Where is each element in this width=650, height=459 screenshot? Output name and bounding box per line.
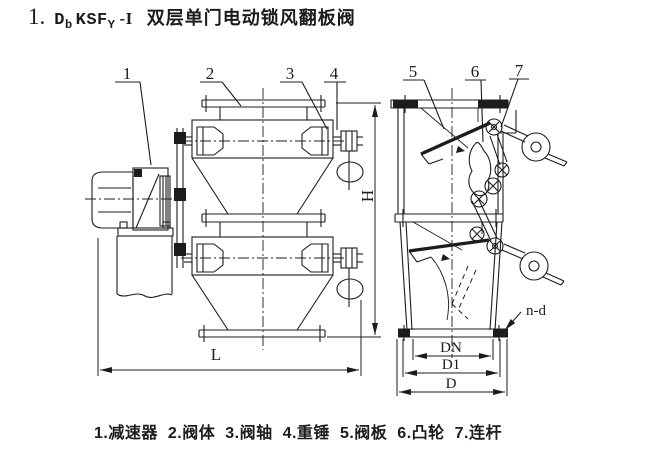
inlet-neck-lower (219, 222, 308, 237)
dim-H-label: H (358, 190, 377, 202)
callout-7-number: 7 (515, 61, 524, 80)
dim-DN-label: DN (440, 340, 462, 356)
section-walls-lower (399, 221, 503, 331)
callout-3-valve-shaft: 3 (280, 64, 328, 130)
dimension-D1: D1 (402, 339, 501, 377)
legend-item-1: 1.减速器 (94, 425, 158, 442)
top-flange (201, 95, 326, 112)
dim-D1-label: D1 (442, 357, 460, 373)
hopper-upper (191, 157, 334, 215)
section-middle-flange (394, 209, 504, 227)
callout-5-valve-plate: 5 (403, 62, 445, 130)
callout-5-number: 5 (409, 62, 418, 81)
callout-4-counterweight: 4 (324, 64, 346, 130)
callout-7-link-rod: 7 (500, 61, 529, 128)
inlet-neck-upper (219, 107, 308, 120)
counterweight-disc-upper (521, 132, 568, 167)
section-view: 5 6 7 (390, 61, 568, 396)
legend-item-6: 6.凸轮 (397, 425, 445, 442)
model-code-ksf: KSF (75, 11, 108, 30)
linkage-lower (469, 226, 526, 260)
figure-number: 1. (28, 4, 46, 29)
valve-body-upper (181, 119, 344, 159)
counterweight-disc-lower (519, 251, 565, 286)
callout-1-number: 1 (123, 64, 132, 83)
model-code-ksf-sub: Y (107, 18, 116, 32)
dimension-DN: DN (412, 339, 494, 360)
legend-item-7: 7.连杆 (454, 425, 503, 442)
callout-6-number: 6 (471, 62, 480, 81)
plate-open-position-dashed (451, 265, 477, 320)
callout-2-number: 2 (206, 64, 215, 83)
hammer-lower (336, 247, 364, 307)
section-bottom-flange (398, 325, 508, 341)
front-view: 1 2 3 4 (85, 64, 381, 376)
dim-L-label: L (211, 345, 221, 364)
parts-legend: 1.减速器 2.阀体 3.阀轴 4.重锤 5.阀板 6.凸轮 7.连杆 (94, 419, 502, 443)
drive-rod (174, 128, 186, 268)
valve-body-lower (181, 236, 344, 276)
valve-plate-lower (408, 238, 490, 321)
dimension-D: D (396, 339, 508, 396)
legend-item-2: 2.阀体 (167, 425, 216, 442)
legend-item-5: 5.阀板 (339, 425, 388, 442)
callout-4-number: 4 (330, 64, 339, 83)
hopper-lower (191, 274, 334, 331)
callout-1-reducer: 1 (115, 64, 152, 166)
model-code-d-sub: b (64, 18, 73, 32)
valve-name-chinese: 双层单门电动锁风翻板阀 (146, 8, 356, 28)
dim-D-label: D (446, 376, 457, 392)
n-d-label: n-d (526, 303, 546, 319)
dimension-L: L (97, 238, 362, 376)
legend-item-3: 3.阀轴 (225, 425, 273, 442)
hammer-upper (336, 130, 364, 190)
callout-3-number: 3 (286, 64, 295, 83)
valve-plate-upper (420, 121, 491, 165)
section-top-flange (390, 95, 509, 113)
callout-2-valve-body: 2 (200, 64, 242, 107)
middle-flange (201, 209, 326, 227)
linkage-upper (468, 118, 529, 242)
dimension-H: H (327, 102, 381, 338)
bottom-flange (198, 325, 326, 342)
motor-reducer (85, 167, 180, 298)
label-n-d: n-d (504, 303, 546, 331)
legend-item-4: 4.重锤 (282, 425, 330, 442)
model-code-suffix: -I (119, 9, 133, 28)
callout-6-cam: 6 (465, 62, 486, 143)
model-code-d: D (54, 11, 65, 30)
